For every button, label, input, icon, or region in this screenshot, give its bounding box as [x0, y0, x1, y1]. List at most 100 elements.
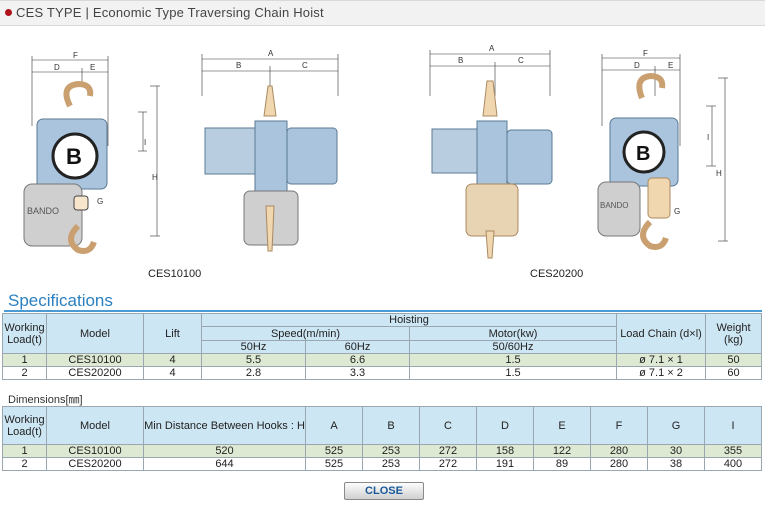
dim-letter-a: A	[268, 49, 274, 58]
table-row: 2 CES20200 644 525 253 272 191 89 280 38…	[2, 457, 762, 471]
cell-i: 400	[704, 457, 762, 471]
col-model: Model	[46, 406, 144, 445]
col-d: D	[476, 406, 534, 445]
cell-speed-50: 5.5	[201, 353, 306, 367]
col-model: Model	[46, 313, 144, 354]
col-a: A	[305, 406, 363, 445]
col-weight: Weight (kg)	[705, 313, 763, 354]
cell-model: CES10100	[46, 444, 144, 458]
table-row: 1 CES10100 4 5.5 6.6 1.5 ø 7.1 × 1 50	[2, 353, 763, 367]
cell-load: 1	[2, 353, 47, 367]
svg-text:BANDO: BANDO	[27, 206, 59, 216]
cell-load: 2	[2, 457, 47, 471]
dim-letter-d-2: D	[634, 61, 640, 70]
cell-a: 525	[305, 457, 363, 471]
dim-letter-a-2: A	[489, 44, 495, 53]
dim-letter-i-2: I	[707, 133, 709, 142]
bullet-icon	[5, 9, 12, 16]
cell-c: 272	[419, 444, 477, 458]
cell-lift: 4	[143, 366, 202, 380]
dim-letter-e: E	[90, 63, 95, 72]
col-f: F	[590, 406, 648, 445]
dim-letter-b-2: B	[458, 56, 463, 65]
cell-e: 89	[533, 457, 591, 471]
cell-chain: ø 7.1 × 1	[616, 353, 707, 367]
svg-text:B: B	[66, 144, 82, 169]
col-motor: Motor(kw)	[408, 326, 618, 341]
svg-text:B: B	[636, 143, 650, 165]
col-lift: Lift	[143, 313, 202, 354]
dim-letter-h: H	[152, 173, 158, 182]
specifications-heading: Specifications	[8, 291, 113, 310]
col-working-load: Working Load(t)	[2, 406, 47, 445]
cell-g: 30	[647, 444, 705, 458]
cell-f: 280	[590, 457, 648, 471]
hoist-side-view-2	[431, 80, 553, 259]
cell-d: 158	[476, 444, 534, 458]
caption-ces10100: CES10100	[148, 268, 202, 280]
col-min-distance: Min Distance Between Hooks : H	[143, 406, 306, 445]
cell-h: 520	[143, 444, 306, 458]
cell-speed-50: 2.8	[201, 366, 306, 380]
dim-letter-g: G	[97, 197, 103, 206]
cell-lift: 4	[143, 353, 202, 367]
table-row: 2 CES20200 4 2.8 3.3 1.5 ø 7.1 × 2 60	[2, 366, 763, 380]
dim-letter-e-2: E	[668, 61, 673, 70]
col-hoisting: Hoisting	[200, 313, 618, 327]
cell-d: 191	[476, 457, 534, 471]
dim-letter-f-2: F	[643, 49, 648, 58]
col-working-load: Working Load(t)	[2, 313, 47, 354]
col-b: B	[362, 406, 420, 445]
cell-i: 355	[704, 444, 762, 458]
cell-motor: 1.5	[408, 366, 618, 380]
col-speed: Speed(m/min)	[201, 326, 410, 341]
page-title: CES TYPE | Economic Type Traversing Chai…	[16, 5, 324, 20]
dim-letter-g-2: G	[674, 207, 680, 216]
hoist-front-view-1: B BANDO	[23, 80, 108, 254]
col-e: E	[533, 406, 591, 445]
hoist-drawing: F D E I H G A B C A B C F D E I H G B BA…	[0, 26, 767, 284]
table-row: 1 CES10100 520 525 253 272 158 122 280 3…	[2, 444, 762, 458]
hoist-side-view-1	[204, 85, 338, 252]
cell-chain: ø 7.1 × 2	[616, 366, 707, 380]
cell-speed-60: 3.3	[305, 366, 410, 380]
col-c: C	[419, 406, 477, 445]
specifications-table: Working Load(t) Model Lift Hoisting Load…	[2, 313, 763, 380]
cell-model: CES20200	[46, 457, 144, 471]
dim-letter-i: I	[144, 138, 146, 147]
cell-h: 644	[143, 457, 306, 471]
cell-b: 253	[362, 457, 420, 471]
cell-f: 280	[590, 444, 648, 458]
dim-letter-c: C	[302, 61, 308, 70]
col-g: G	[647, 406, 705, 445]
col-motor-hz: 50/60Hz	[408, 340, 618, 354]
cell-weight: 50	[705, 353, 763, 367]
cell-g: 38	[647, 457, 705, 471]
col-i: I	[704, 406, 762, 445]
cell-load: 2	[2, 366, 47, 380]
svg-text:BANDO: BANDO	[600, 201, 628, 210]
title-bar: CES TYPE | Economic Type Traversing Chai…	[0, 0, 765, 26]
dim-letter-b: B	[236, 61, 241, 70]
cell-c: 272	[419, 457, 477, 471]
col-60hz: 60Hz	[305, 340, 410, 354]
dim-letter-d: D	[54, 63, 60, 72]
cell-a: 525	[305, 444, 363, 458]
close-button[interactable]: CLOSE	[344, 482, 424, 500]
cell-e: 122	[533, 444, 591, 458]
dim-letter-c-2: C	[518, 56, 524, 65]
dim-letter-f: F	[73, 51, 78, 60]
col-50hz: 50Hz	[201, 340, 306, 354]
cell-weight: 60	[705, 366, 763, 380]
cell-b: 253	[362, 444, 420, 458]
cell-motor: 1.5	[408, 353, 618, 367]
dimensions-label: Dimensions[㎜]	[8, 394, 83, 406]
col-load-chain: Load Chain (d×l)	[616, 313, 707, 354]
cell-model: CES10100	[46, 353, 144, 367]
dimensions-table: Working Load(t) Model Min Distance Betwe…	[2, 406, 762, 471]
section-divider	[4, 310, 762, 312]
cell-speed-60: 6.6	[305, 353, 410, 367]
dim-letter-h-2: H	[716, 169, 722, 178]
cell-load: 1	[2, 444, 47, 458]
caption-ces20200: CES20200	[530, 268, 584, 280]
